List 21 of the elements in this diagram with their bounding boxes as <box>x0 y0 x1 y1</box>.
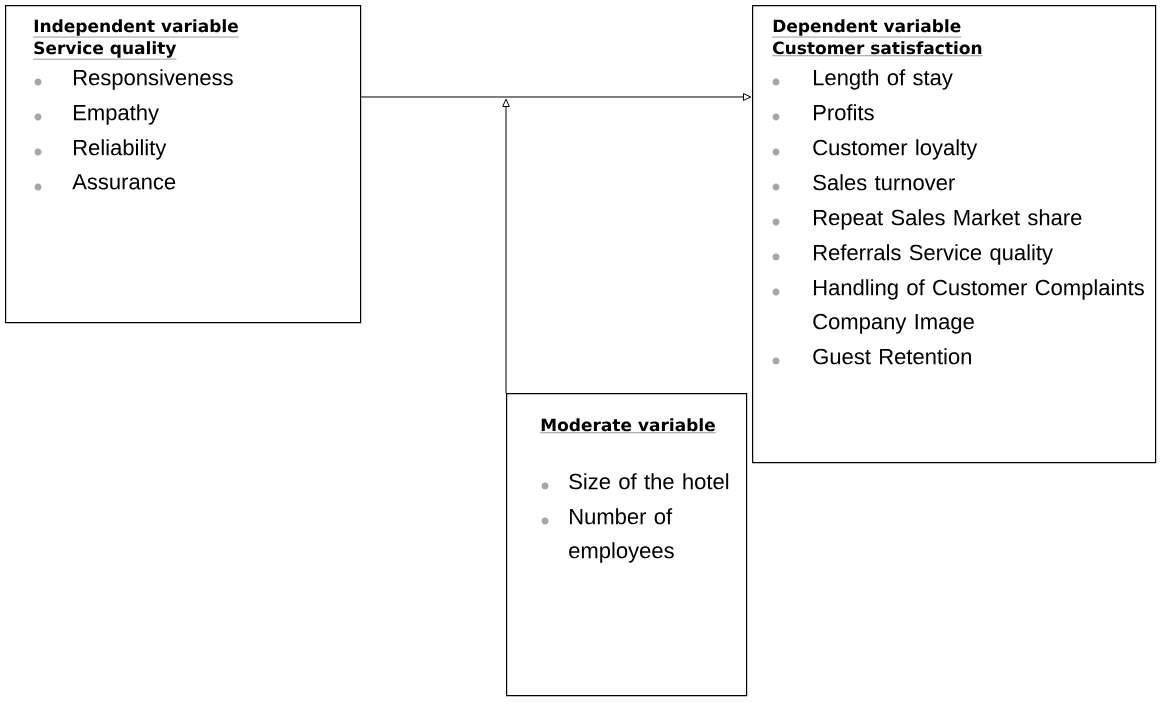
heading: Customer satisfaction <box>772 41 983 56</box>
list-item: Sales turnover <box>813 174 955 191</box>
list-item: Length of stay <box>814 69 953 90</box>
list-item: Profits <box>814 104 874 121</box>
list-item: Handling of Customer Complaints Company Image <box>813 279 1144 334</box>
heading: Moderate variable <box>540 418 716 433</box>
list-item: Guest Retention <box>813 348 971 365</box>
arrow <box>360 93 752 101</box>
list-item: Assurance <box>72 174 176 190</box>
heading: Independent variable <box>33 19 239 38</box>
list-item: Size of the hotel <box>569 473 729 490</box>
arrow <box>502 98 510 394</box>
list-item: Referrals Service quality <box>814 244 1053 265</box>
heading: Service quality <box>33 41 177 60</box>
list-item: Reliability <box>74 139 167 160</box>
list-item: Empathy <box>74 104 159 125</box>
list-item: Customer loyalty <box>813 139 978 160</box>
list-item: Number of employees <box>569 508 674 563</box>
list-item: Repeat Sales Market share <box>814 209 1082 230</box>
list-item: Responsiveness <box>74 69 233 90</box>
heading: Dependent variable <box>772 19 962 38</box>
